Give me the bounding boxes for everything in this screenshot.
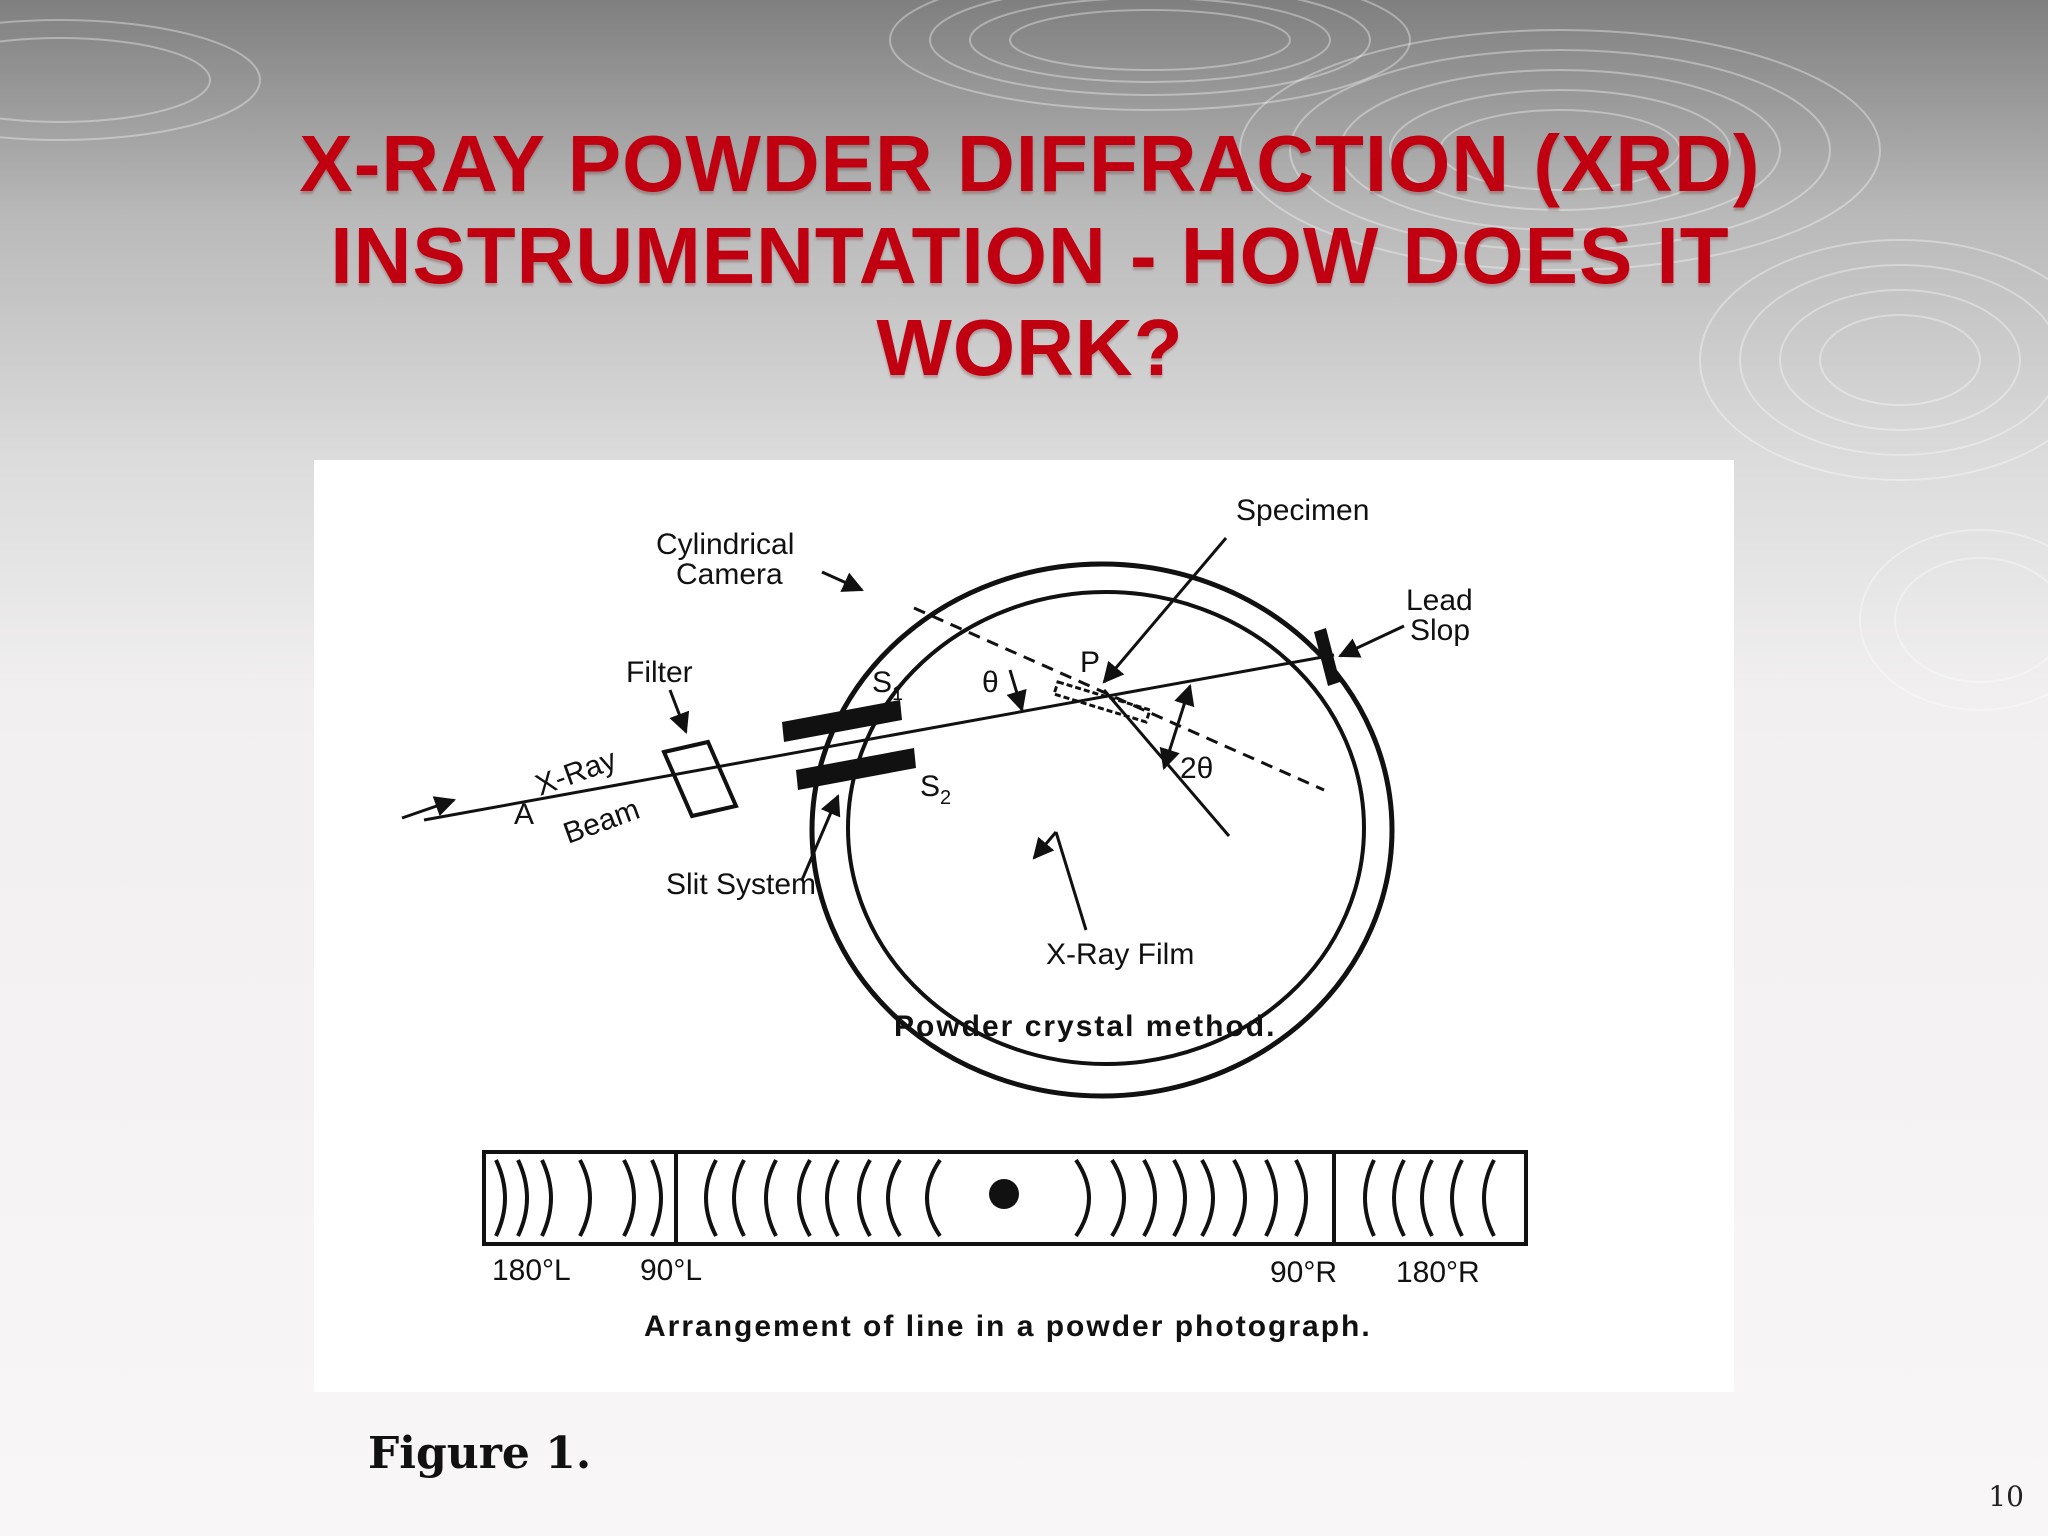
strip-label-90l: 90°L	[640, 1254, 702, 1287]
strip-caption: Arrangement of line in a powder photogra…	[644, 1310, 1372, 1343]
label-a: A	[514, 798, 534, 831]
label-cylindrical: Cylindrical	[656, 528, 794, 561]
label-two-theta: 2θ	[1180, 752, 1213, 785]
title-line-3: WORK?	[876, 303, 1184, 392]
arrow-film-head	[1032, 831, 1058, 860]
arrow-specimen	[1102, 537, 1228, 684]
camera-inner-circle	[846, 590, 1366, 1066]
arrow-camera	[821, 570, 864, 592]
arrow-two-theta	[1159, 683, 1195, 771]
label-camera: Camera	[676, 558, 783, 591]
label-xray-film: X-Ray Film	[1046, 938, 1194, 971]
arrow-filter	[668, 689, 690, 734]
label-slop: Slop	[1410, 614, 1470, 647]
specimen-rod	[1052, 680, 1152, 724]
strip-label-90r: 90°R	[1270, 1256, 1337, 1289]
strip-center-spot	[989, 1179, 1019, 1209]
label-slit-system: Slit System	[666, 868, 816, 901]
incident-beam	[423, 653, 1335, 822]
title-line-1: X-RAY POWDER DIFFRACTION (XRD)	[299, 119, 1761, 208]
arrow-theta	[1006, 669, 1027, 713]
diagram-figure: Specimen Cylindrical Camera Lead Slop Fi…	[314, 460, 1734, 1392]
strip-arcs	[494, 1158, 1496, 1238]
arrow-slit	[800, 794, 841, 881]
strip-label-180r: 180°R	[1396, 1256, 1480, 1289]
label-p: P	[1080, 646, 1100, 679]
slide-title: X-RAY POWDER DIFFRACTION (XRD) INSTRUMEN…	[230, 118, 1830, 394]
arrow-film	[1054, 831, 1088, 931]
camera-outer-circle	[809, 561, 1395, 1099]
title-line-2: INSTRUMENTATION - HOW DOES IT	[330, 211, 1730, 300]
label-s2: S2	[920, 770, 951, 809]
film-strip	[482, 1150, 1528, 1246]
label-theta: θ	[982, 666, 999, 699]
page-number: 10	[1988, 1480, 2024, 1513]
label-filter: Filter	[626, 656, 693, 689]
strip-label-180l: 180°L	[492, 1254, 571, 1287]
label-s1: S1	[872, 666, 903, 705]
label-beam: Beam	[559, 793, 644, 851]
lead-slop-block	[1314, 628, 1340, 686]
arrow-lead	[1338, 624, 1405, 658]
arrow-beam	[401, 796, 456, 820]
filter-rect	[661, 739, 739, 819]
powder-diffraction-diagram: Specimen Cylindrical Camera Lead Slop Fi…	[401, 494, 1528, 1343]
label-method-caption: Powder crystal method.	[894, 1010, 1276, 1043]
slit-s1-block	[782, 700, 902, 742]
figure-caption: Figure 1.	[368, 1428, 592, 1479]
slit-s2-block	[796, 748, 916, 790]
label-specimen: Specimen	[1236, 494, 1369, 527]
label-lead: Lead	[1406, 584, 1473, 617]
